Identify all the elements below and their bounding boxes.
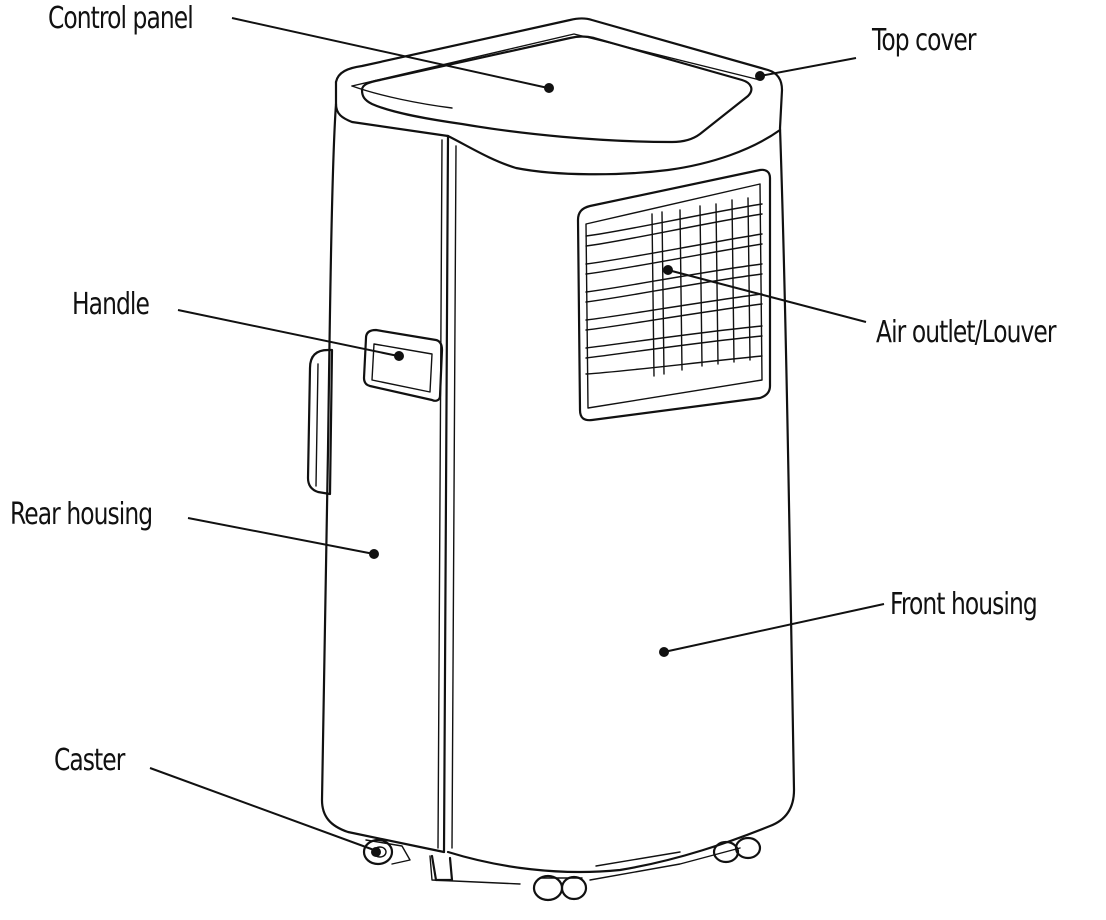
side-grip — [306, 348, 334, 496]
leader-handle — [177, 309, 404, 361]
label-rear-housing: Rear housing — [10, 497, 153, 532]
air-outlet-louver — [576, 168, 772, 422]
leader-caster — [149, 767, 381, 857]
label-air-outlet: Air outlet/Louver — [876, 315, 1057, 350]
rear-housing — [320, 102, 446, 854]
leader-rear-housing — [187, 517, 379, 559]
caster-rear-left — [362, 838, 411, 866]
handle — [362, 328, 444, 402]
louver-blades — [585, 203, 763, 375]
leader-control-panel — [231, 17, 554, 93]
label-caster: Caster — [54, 743, 125, 778]
label-handle: Handle — [72, 287, 150, 322]
label-front-housing: Front housing — [890, 587, 1038, 622]
caster-front-right — [712, 836, 762, 864]
front-housing — [442, 126, 796, 874]
leader-front-housing — [659, 603, 885, 657]
label-top-cover: Top cover — [872, 23, 976, 58]
label-control-panel: Control panel — [48, 1, 194, 36]
caster-rear-mid — [430, 854, 454, 882]
leader-top-cover — [755, 57, 857, 81]
control-panel — [360, 35, 753, 144]
louver-internals — [651, 197, 751, 377]
caster-front-left — [532, 874, 588, 902]
leader-air-outlet — [663, 265, 867, 323]
top-cover — [334, 17, 784, 138]
base — [429, 847, 741, 885]
